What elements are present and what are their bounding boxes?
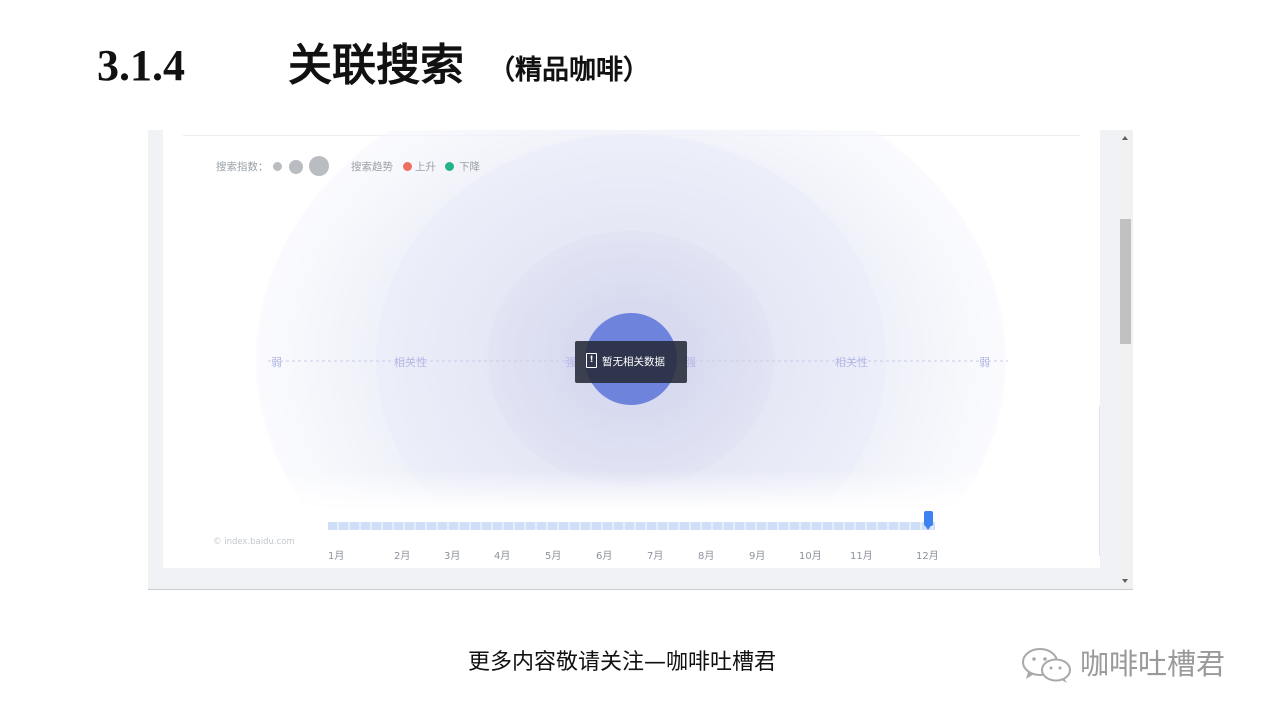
vertical-scrollbar[interactable]: [1118, 130, 1133, 589]
legend-index-label: 搜索指数：: [216, 161, 269, 173]
timeline-handle[interactable]: [924, 511, 933, 526]
screenshot-frame: 搜索指数： 搜索趋势 上升 下降 弱 相关性 强 强 相关性 弱 !: [148, 130, 1133, 590]
axis-label-left-mid: 相关性: [394, 356, 427, 369]
document-alert-icon: !: [586, 353, 597, 368]
timeline-month-label[interactable]: 9月: [749, 551, 766, 562]
scroll-down-arrow-icon[interactable]: [1122, 579, 1128, 583]
timeline-month-label[interactable]: 4月: [494, 551, 511, 562]
legend-up-label: 上升: [415, 161, 436, 173]
timeline-month-label[interactable]: 12月: [916, 551, 939, 562]
timeline-month-label[interactable]: 10月: [799, 551, 822, 562]
axis-label-left-inner: 强: [565, 356, 576, 369]
timeline-month-label[interactable]: 6月: [596, 551, 613, 562]
source-watermark: © index.baidu.com: [213, 537, 295, 547]
trend-up-dot: [403, 162, 412, 171]
wechat-icon: [1022, 648, 1071, 683]
index-dot-medium: [289, 160, 303, 174]
trend-down-dot: [445, 162, 454, 171]
page-subtitle: （精品咖啡）: [488, 55, 650, 86]
related-search-panel: 搜索指数： 搜索趋势 上升 下降 弱 相关性 强 强 相关性 弱 !: [163, 130, 1100, 568]
timeline-month-label[interactable]: 3月: [444, 551, 461, 562]
legend-down-label: 下降: [459, 161, 480, 173]
legend-trend-label: 搜索趋势: [351, 161, 393, 173]
axis-label-right-mid: 相关性: [835, 356, 868, 369]
footer-follow-text: 更多内容敬请关注—咖啡吐槽君: [468, 650, 777, 675]
scroll-up-arrow-icon[interactable]: [1122, 136, 1128, 140]
month-timeline-track[interactable]: [328, 522, 935, 530]
axis-label-right-inner: 强: [685, 356, 696, 369]
scrollbar-thumb[interactable]: [1120, 219, 1131, 344]
section-number: 3.1.4: [97, 41, 185, 90]
axis-label-right-outer: 弱: [979, 356, 990, 369]
timeline-month-label[interactable]: 5月: [545, 551, 562, 562]
index-dot-small: [273, 162, 282, 171]
timeline-month-label[interactable]: 1月: [328, 551, 345, 562]
side-toolbar: ?: [1099, 406, 1100, 556]
brand-name: 咖啡吐槽君: [1080, 647, 1226, 681]
page-title: 关联搜索: [288, 40, 464, 91]
timeline-month-label[interactable]: 7月: [647, 551, 664, 562]
index-dot-large: [309, 156, 329, 176]
axis-label-left-outer: 弱: [271, 356, 282, 369]
timeline-handle-pointer: [924, 524, 932, 530]
timeline-month-label[interactable]: 11月: [850, 551, 873, 562]
no-data-text: 暂无相关数据: [602, 356, 665, 368]
timeline-month-label[interactable]: 8月: [698, 551, 715, 562]
no-data-tooltip: ! 暂无相关数据: [575, 341, 687, 383]
timeline-month-label[interactable]: 2月: [394, 551, 411, 562]
